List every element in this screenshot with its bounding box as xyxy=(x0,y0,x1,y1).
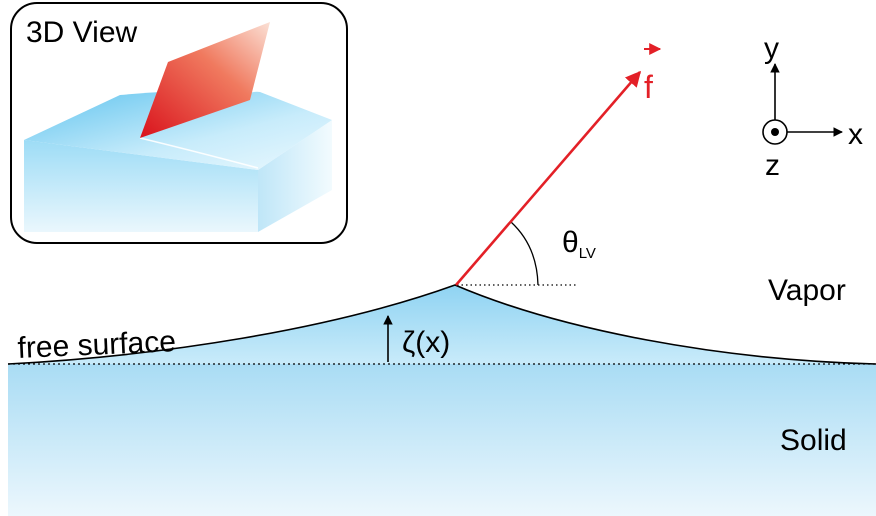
inset-title: 3D View xyxy=(26,16,138,49)
angle-arc xyxy=(510,221,539,286)
vapor-label: Vapor xyxy=(768,274,846,307)
block-front-face xyxy=(24,140,258,232)
y-axis-label: y xyxy=(764,32,779,65)
height-label: ζ(x) xyxy=(402,326,450,359)
angle-label: θLV xyxy=(562,226,596,262)
force-label: f xyxy=(644,69,653,105)
x-axis-label: x xyxy=(848,118,863,151)
angle-symbol: θ xyxy=(562,226,579,259)
free-surface-line xyxy=(7,284,876,365)
free-surface-label: free surface xyxy=(17,325,177,365)
solid-region xyxy=(8,364,876,516)
z-axis-label: z xyxy=(765,149,780,182)
block-side-face xyxy=(258,120,332,232)
block-top-face xyxy=(24,90,332,170)
inset-3d-view: 3D View xyxy=(10,2,348,244)
z-axis-dot xyxy=(771,128,779,136)
wetting-ridge xyxy=(8,285,876,364)
angle-subscript: LV xyxy=(579,245,596,262)
solid-label: Solid xyxy=(780,424,847,457)
inset-ridge-line-front xyxy=(139,137,259,169)
contact-plane xyxy=(140,22,270,138)
force-arrow xyxy=(455,70,642,286)
coordinate-axes: y x z xyxy=(762,32,863,182)
